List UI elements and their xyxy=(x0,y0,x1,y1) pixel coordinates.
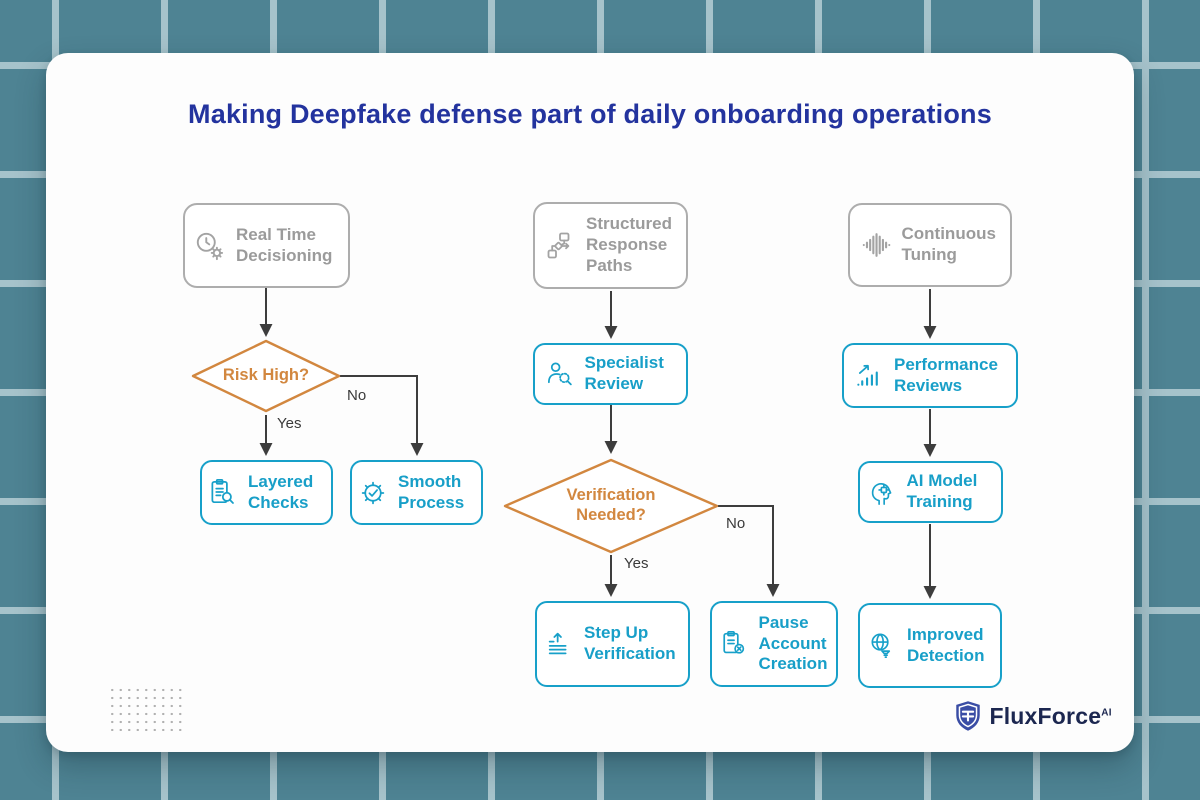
node-label: Continuous Tuning xyxy=(901,224,996,264)
node-label: Layered Checks xyxy=(248,471,314,512)
edge-label-no: No xyxy=(726,515,746,532)
node-label: Structured Response Paths xyxy=(586,214,672,275)
edge-label-yes: Yes xyxy=(624,555,649,572)
node-improved-detection: Improved Detection xyxy=(858,603,1002,688)
arrow-up-lines-icon xyxy=(548,632,567,655)
node-performance-reviews: Performance Reviews xyxy=(842,343,1018,408)
diamond-shape xyxy=(191,339,341,413)
node-real-time-decisioning: Real Time Decisioning xyxy=(183,203,350,288)
shield-icon xyxy=(956,701,981,731)
infographic-card: Making Deepfake defense part of daily on… xyxy=(46,53,1134,752)
flowchart: Real Time Decisioning Risk High? Yes No … xyxy=(46,53,1134,752)
waveform-icon xyxy=(862,233,890,257)
node-label: Specialist Review xyxy=(584,353,664,393)
head-circuit-icon xyxy=(871,482,891,505)
node-label: Improved Detection xyxy=(907,624,985,665)
brand-name: FluxForceAI xyxy=(989,702,1112,729)
clipboard-search-icon xyxy=(211,479,234,504)
chart-growth-icon xyxy=(857,364,878,386)
decision-risk-high: Risk High? xyxy=(191,339,341,413)
node-layered-checks: Layered Checks xyxy=(200,460,333,525)
edge-label-yes: Yes xyxy=(277,415,302,432)
node-structured-response-paths: Structured Response Paths xyxy=(533,202,688,289)
brand-superscript: AI xyxy=(1101,706,1112,718)
dot-pattern-decoration xyxy=(108,686,182,731)
decision-label: Risk High? xyxy=(222,366,310,385)
gear-check-icon xyxy=(361,481,385,505)
node-ai-model-training: AI Model Training xyxy=(858,461,1003,523)
clock-gear-icon xyxy=(196,232,224,260)
edge-label-no: No xyxy=(347,387,367,404)
node-label: Performance Reviews xyxy=(894,354,998,395)
node-label: Real Time Decisioning xyxy=(236,224,333,265)
node-label: Smooth Process xyxy=(398,471,465,512)
node-label: Step Up Verification xyxy=(584,623,676,663)
person-search-icon xyxy=(547,361,572,385)
node-label: AI Model Training xyxy=(906,471,978,511)
page-title: Making Deepfake defense part of daily on… xyxy=(188,99,992,129)
decision-label: Verification Needed? xyxy=(566,486,656,524)
node-step-up-verification: Step Up Verification xyxy=(535,601,690,687)
flow-tree-icon xyxy=(547,232,570,258)
node-continuous-tuning: Continuous Tuning xyxy=(848,203,1012,287)
node-smooth-process: Smooth Process xyxy=(350,460,483,525)
decision-verification-needed: Verification Needed? xyxy=(503,458,719,554)
brand-logo: FluxForceAI xyxy=(954,700,1112,732)
diamond-shape xyxy=(503,458,719,554)
node-pause-account-creation: Pause Account Creation xyxy=(710,601,838,687)
node-specialist-review: Specialist Review xyxy=(533,343,688,405)
radar-detect-icon xyxy=(871,633,891,658)
node-label: Pause Account Creation xyxy=(758,612,828,674)
clipboard-cancel-icon xyxy=(722,630,744,654)
